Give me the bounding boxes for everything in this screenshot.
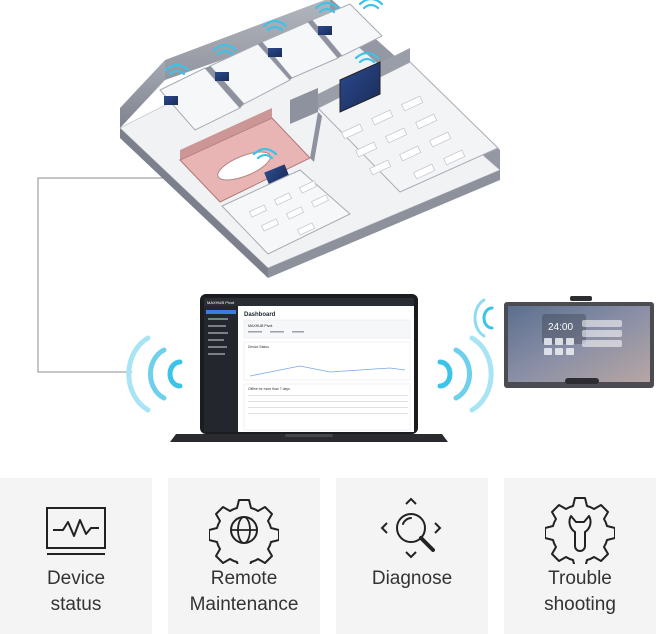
panel-clock: 24:00 <box>548 322 573 333</box>
laptop-section-table: Offline for more than 7 days <box>248 387 290 391</box>
laptop-device-name: MAXHUB Pivot <box>248 324 272 328</box>
laptop-wifi-right-icon <box>437 335 494 413</box>
monitor-pulse-icon <box>46 507 106 555</box>
gear-wrench-icon <box>545 497 615 564</box>
feature-label: Trouble shooting <box>544 568 616 615</box>
feature-label: Diagnose <box>371 568 453 589</box>
feature-tile-remote-maintenance: Remote Maintenance <box>168 478 320 634</box>
feature-tiles: Device status Remote Maintenance Diagnos… <box>0 478 658 634</box>
panel-wifi-icon <box>473 298 494 338</box>
laptop-app-brand: MAXHUB Pivot <box>207 300 235 305</box>
laptop-wifi-left-icon <box>126 335 183 413</box>
office-floor-plan <box>119 0 501 278</box>
gear-globe-icon <box>209 499 279 564</box>
laptop: MAXHUB Pivot Dashboard MAXHUB Pivot Devi… <box>170 294 448 442</box>
feature-label: Device status <box>46 568 106 615</box>
feature-label: Remote Maintenance <box>189 568 299 615</box>
connector-line <box>37 177 215 373</box>
interactive-panel: 24:00 <box>504 296 654 388</box>
feature-tile-trouble-shooting: Trouble shooting <box>504 478 656 634</box>
feature-tile-device-status: Device status <box>0 478 152 634</box>
laptop-page-title: Dashboard <box>244 312 276 318</box>
feature-tile-diagnose: Diagnose <box>336 478 488 634</box>
solution-illustration: MAXHUB Pivot Dashboard MAXHUB Pivot Devi… <box>37 0 654 442</box>
magnifier-arrows-icon <box>380 497 442 559</box>
laptop-section-status: Device Status <box>248 345 269 349</box>
